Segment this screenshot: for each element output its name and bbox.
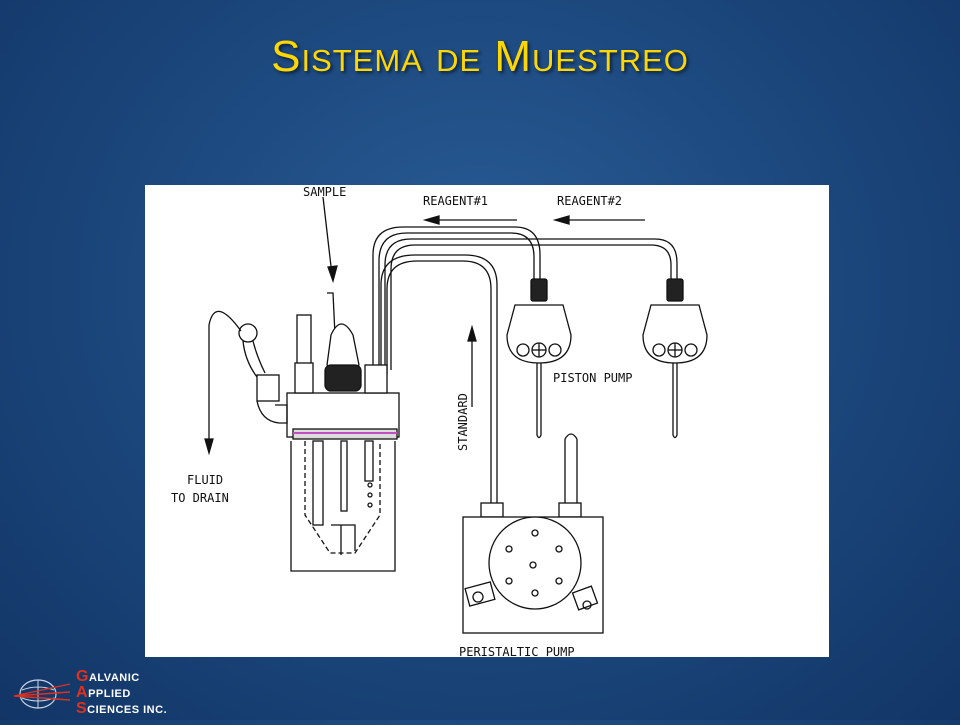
- peristaltic-pump: [462, 433, 604, 634]
- slide-title: Sistema de Muestreo: [271, 32, 689, 81]
- logo-line-1: GALVANIC: [76, 668, 140, 685]
- reagent1-arrow: [422, 215, 517, 225]
- peristaltic-pump-label: PERISTALTIC PUMP: [459, 645, 575, 659]
- standard-arrow: [467, 324, 477, 407]
- vessel-fittings: [294, 292, 388, 394]
- standard-tubing: [380, 254, 498, 505]
- reagent2-label: REAGENT#2: [557, 194, 623, 208]
- diagram-drawing: [204, 196, 708, 634]
- piston-pump-2: [642, 278, 708, 439]
- sample-label: SAMPLE: [303, 185, 347, 199]
- sampling-system-diagram: SAMPLE REAGENT#1 REAGENT#2 PISTON PUMP S…: [145, 185, 829, 659]
- reaction-vessel: [286, 392, 400, 572]
- sample-arrow: [322, 196, 338, 284]
- standard-label: STANDARD: [456, 393, 470, 451]
- piston-pump-label: PISTON PUMP: [553, 371, 633, 385]
- reagent1-label: REAGENT#1: [423, 194, 489, 208]
- piston-pump-1: [506, 278, 572, 439]
- galvanic-logo: GALVANIC APPLIED SCIENCES INC.: [12, 666, 212, 720]
- reagent2-arrow: [552, 215, 645, 225]
- drain-line: [204, 310, 288, 456]
- globe-icon: [13, 679, 71, 709]
- logo-line-3: SCIENCES INC.: [76, 700, 168, 717]
- reagent-tubing: [372, 226, 678, 370]
- fluid-label: FLUID: [187, 473, 224, 487]
- logo-line-2: APPLIED: [76, 684, 131, 701]
- to-drain-label: TO DRAIN: [171, 491, 229, 505]
